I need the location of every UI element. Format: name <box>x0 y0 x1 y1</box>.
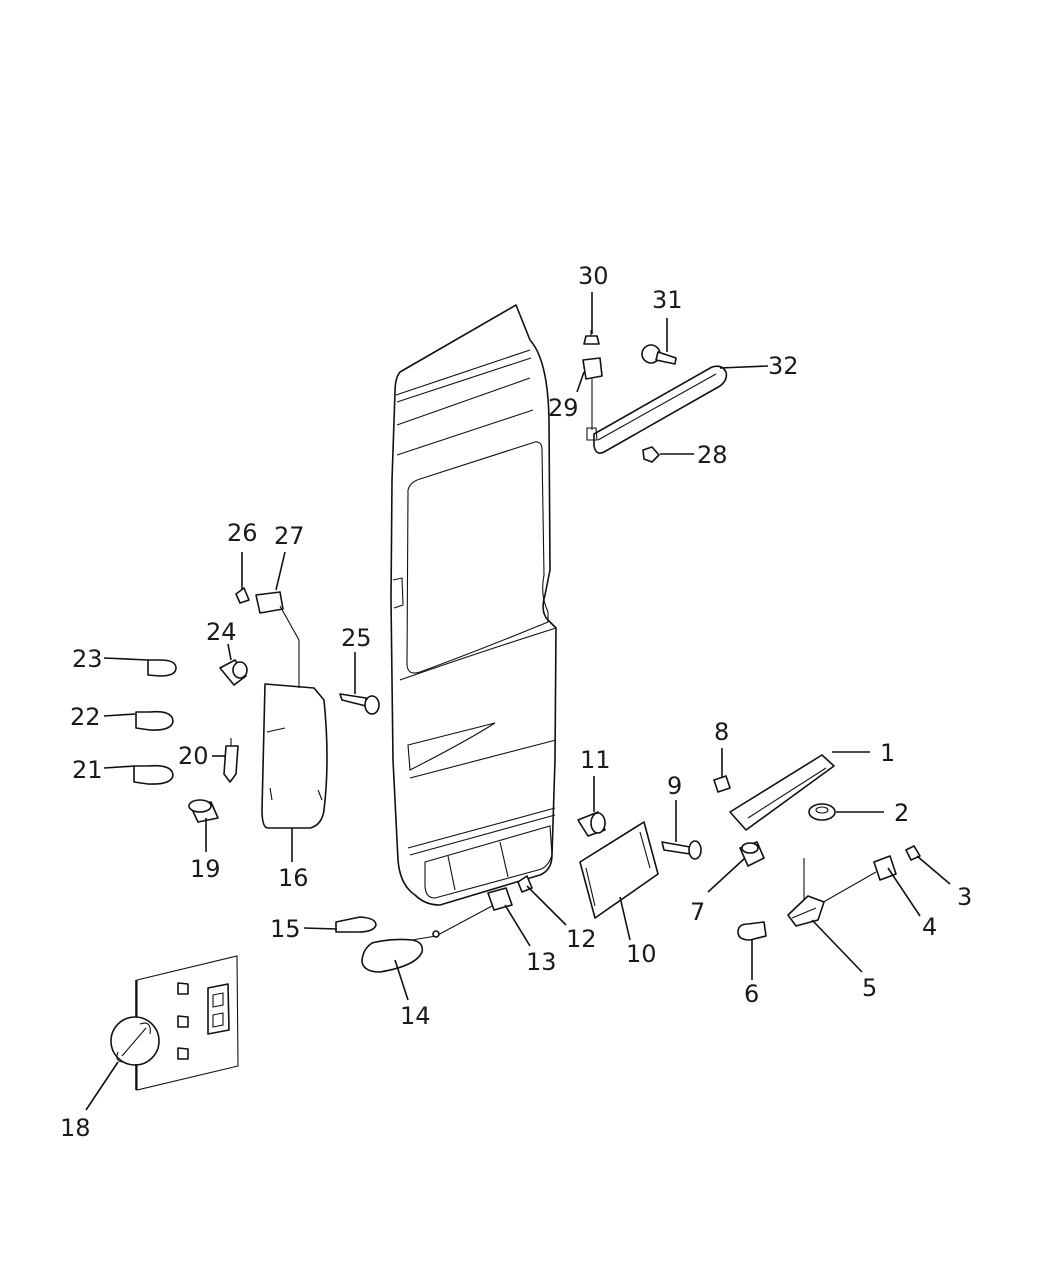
callout-19: 19 <box>190 855 221 883</box>
part-19-holder <box>188 799 219 823</box>
callout-9: 9 <box>667 772 682 800</box>
part-22-bulb <box>135 710 174 731</box>
callout-12: 12 <box>566 925 597 953</box>
callout-32: 32 <box>768 352 799 380</box>
part-25-screw <box>339 693 380 715</box>
callout-5: 5 <box>862 974 877 1002</box>
callout-29: 29 <box>548 394 579 422</box>
callout-7: 7 <box>690 898 705 926</box>
part-18-repair-kit <box>110 955 239 1091</box>
callout-30: 30 <box>578 262 609 290</box>
callout-11: 11 <box>580 746 611 774</box>
callout-28: 28 <box>697 441 728 469</box>
part-2-grommet <box>808 803 836 821</box>
callout-15: 15 <box>270 915 301 943</box>
callout-14: 14 <box>400 1002 431 1030</box>
callout-1: 1 <box>880 739 895 767</box>
part-28-clip <box>642 446 660 463</box>
callout-23: 23 <box>72 645 103 673</box>
callout-16: 16 <box>278 864 309 892</box>
leader-lines <box>85 292 951 1111</box>
part-26-bulb <box>235 587 250 604</box>
callout-2: 2 <box>894 799 909 827</box>
part-5-license-lamp-housing <box>787 895 825 927</box>
part-29-connector <box>582 357 603 430</box>
callout-13: 13 <box>526 948 557 976</box>
part-13-socket <box>487 887 513 911</box>
callout-22: 22 <box>70 703 101 731</box>
callout-3: 3 <box>957 883 972 911</box>
part-6-bulb <box>737 921 767 941</box>
callout-25: 25 <box>341 624 372 652</box>
part-23-bulb <box>147 659 177 677</box>
callout-31: 31 <box>652 286 683 314</box>
callout-18: 18 <box>60 1114 91 1142</box>
part-20-festoon <box>223 738 239 783</box>
part-21-bulb <box>133 764 174 785</box>
callout-4: 4 <box>922 913 937 941</box>
part-9-screw <box>661 840 702 860</box>
callout-26: 26 <box>227 519 258 547</box>
callout-10: 10 <box>626 940 657 968</box>
callout-8: 8 <box>714 718 729 746</box>
part-15-bulb <box>335 916 377 933</box>
callout-20: 20 <box>178 742 209 770</box>
part-11-holder <box>577 811 606 837</box>
part-16-tail-lamp <box>261 640 328 829</box>
callout-labels: 1 2 3 4 5 6 7 8 9 10 11 12 13 14 15 16 1… <box>60 262 972 1142</box>
callout-6: 6 <box>744 980 759 1008</box>
callout-27: 27 <box>274 522 305 550</box>
part-8-clip <box>713 775 731 793</box>
part-7-holder <box>739 841 765 867</box>
part-32-light-bar <box>586 365 728 454</box>
part-4-socket <box>819 855 897 905</box>
part-3-bulb <box>905 845 921 861</box>
callout-24: 24 <box>206 618 237 646</box>
rear-door <box>390 304 557 906</box>
part-31-screw <box>641 344 677 365</box>
part-27-socket <box>255 591 300 641</box>
part-14-reversing-lamp <box>361 905 493 973</box>
part-10-license-lamp-lens <box>579 821 659 919</box>
part-30-pin <box>583 330 600 345</box>
part-24-holder <box>219 659 248 686</box>
callout-21: 21 <box>72 756 103 784</box>
part-1-license-lamp <box>729 754 835 900</box>
